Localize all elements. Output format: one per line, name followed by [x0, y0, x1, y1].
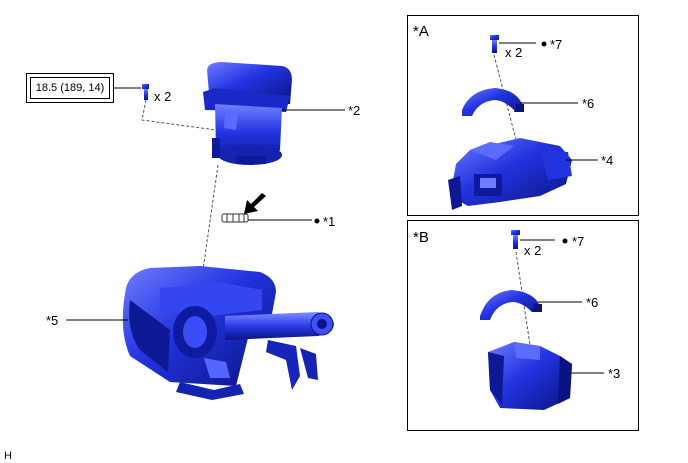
- part-5-steering-column-icon: [122, 266, 334, 400]
- main-bolt-qty: x 2: [154, 89, 172, 104]
- install-arrow-icon: [244, 193, 266, 214]
- part-7b-label: *7: [572, 234, 585, 249]
- part-6b-label: *6: [586, 295, 599, 310]
- panel-a-bolt-qty: x 2: [505, 45, 523, 60]
- part-1-bullet-icon: [314, 218, 320, 224]
- corner-mark: H: [4, 450, 12, 462]
- panel-b-clamp-icon: [480, 290, 542, 320]
- panel-a-bolt-icon: [490, 35, 499, 53]
- panel-a-bolt-bullet-icon: [541, 41, 547, 47]
- part-2-label: *2: [348, 103, 361, 118]
- panel-b: [407, 220, 639, 431]
- part-6a-label: *6: [582, 96, 595, 111]
- part-1-clip-icon: [221, 213, 249, 223]
- panel-b-bolt-qty: x 2: [524, 243, 542, 258]
- panel-a-clamp-icon: [462, 88, 524, 116]
- panel-b-bolt-bullet-icon: [562, 238, 568, 244]
- part-1-label: *1: [323, 214, 336, 229]
- torque-spec-box: 18.5 (189, 14): [26, 73, 114, 103]
- part-3-label: *3: [608, 366, 621, 381]
- part-2-motor-icon: [203, 62, 292, 165]
- part-5-label: *5: [46, 313, 59, 328]
- torque-spec-value: 18.5 (189, 14): [30, 77, 110, 99]
- panel-a-dashed-guide: [493, 54, 521, 156]
- bolt-dashed-guide: [141, 99, 217, 131]
- motor-axis-dashed: [202, 164, 219, 271]
- part-7a-label: *7: [550, 37, 563, 52]
- part-3-cover-icon: [488, 342, 572, 410]
- panel-a: [407, 15, 639, 216]
- main-bolt-icon: [142, 84, 149, 100]
- panel-a-title: *A: [413, 23, 429, 40]
- panel-b-bolt-icon: [511, 230, 520, 249]
- panel-b-title: *B: [413, 229, 429, 246]
- part-4-lock-housing-icon: [448, 138, 572, 210]
- part-4-label: *4: [601, 153, 614, 168]
